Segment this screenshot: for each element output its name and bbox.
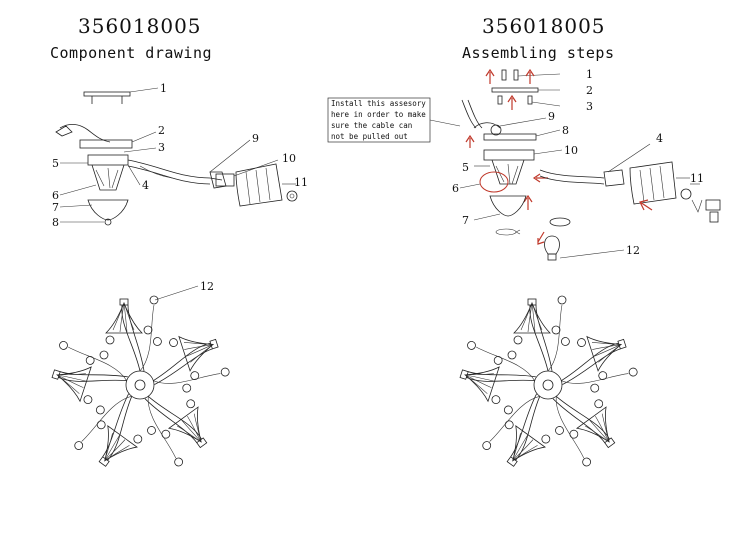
central-body	[87, 154, 129, 166]
chandelier-top-view-right	[455, 295, 639, 475]
callout-2: 2	[158, 124, 165, 137]
callout-1: 1	[160, 82, 167, 95]
callout-3-right: 3	[586, 100, 593, 113]
callout-1-right: 1	[586, 68, 593, 81]
callout-12: 12	[200, 280, 214, 293]
mounting-bracket	[83, 87, 159, 104]
callout-11: 11	[294, 176, 308, 189]
callout-5: 5	[52, 157, 59, 170]
note-line-3: sure the cable can	[331, 121, 412, 130]
callout-5-right: 5	[462, 161, 469, 174]
callout-7: 7	[52, 201, 59, 214]
note-line-1: Install this assesory	[331, 99, 426, 108]
right-subtitle: Assembling steps	[462, 44, 615, 62]
callout-12-right: 12	[626, 244, 640, 257]
callout-11-right: 11	[690, 172, 704, 185]
callout-2-right: 2	[586, 84, 593, 97]
install-note: Install this assesory here in order to m…	[327, 97, 461, 143]
right-assembling-steps: Install this assesory here in order to m…	[327, 68, 721, 475]
callout-4-right: 4	[656, 132, 663, 145]
lamp-socket	[215, 173, 235, 187]
callout-6-right: 6	[452, 182, 459, 195]
bottom-dome	[87, 199, 129, 221]
glass-shade	[235, 163, 283, 207]
left-component-drawing: 1 2 3 4 5 6 7 8 9 10 11 12	[47, 82, 308, 475]
callout-3: 3	[158, 141, 165, 154]
callout-4: 4	[142, 179, 149, 192]
callout-9: 9	[252, 132, 259, 145]
callout-8: 8	[52, 216, 59, 229]
callout-8-right: 8	[562, 124, 569, 137]
canopy	[79, 139, 133, 149]
callout-10-right: 10	[564, 144, 578, 157]
callout-6: 6	[52, 189, 59, 202]
left-model-number: 356018005	[78, 14, 202, 38]
note-line-2: here in order to make	[331, 110, 426, 119]
screws	[501, 69, 561, 81]
callout-9-right: 9	[548, 110, 555, 123]
callout-7-right: 7	[462, 214, 469, 227]
left-subtitle: Component drawing	[50, 44, 213, 62]
note-line-4: not be pulled out	[331, 132, 408, 141]
callout-10: 10	[282, 152, 296, 165]
right-model-number: 356018005	[482, 14, 606, 38]
chandelier-top-view	[47, 295, 231, 475]
